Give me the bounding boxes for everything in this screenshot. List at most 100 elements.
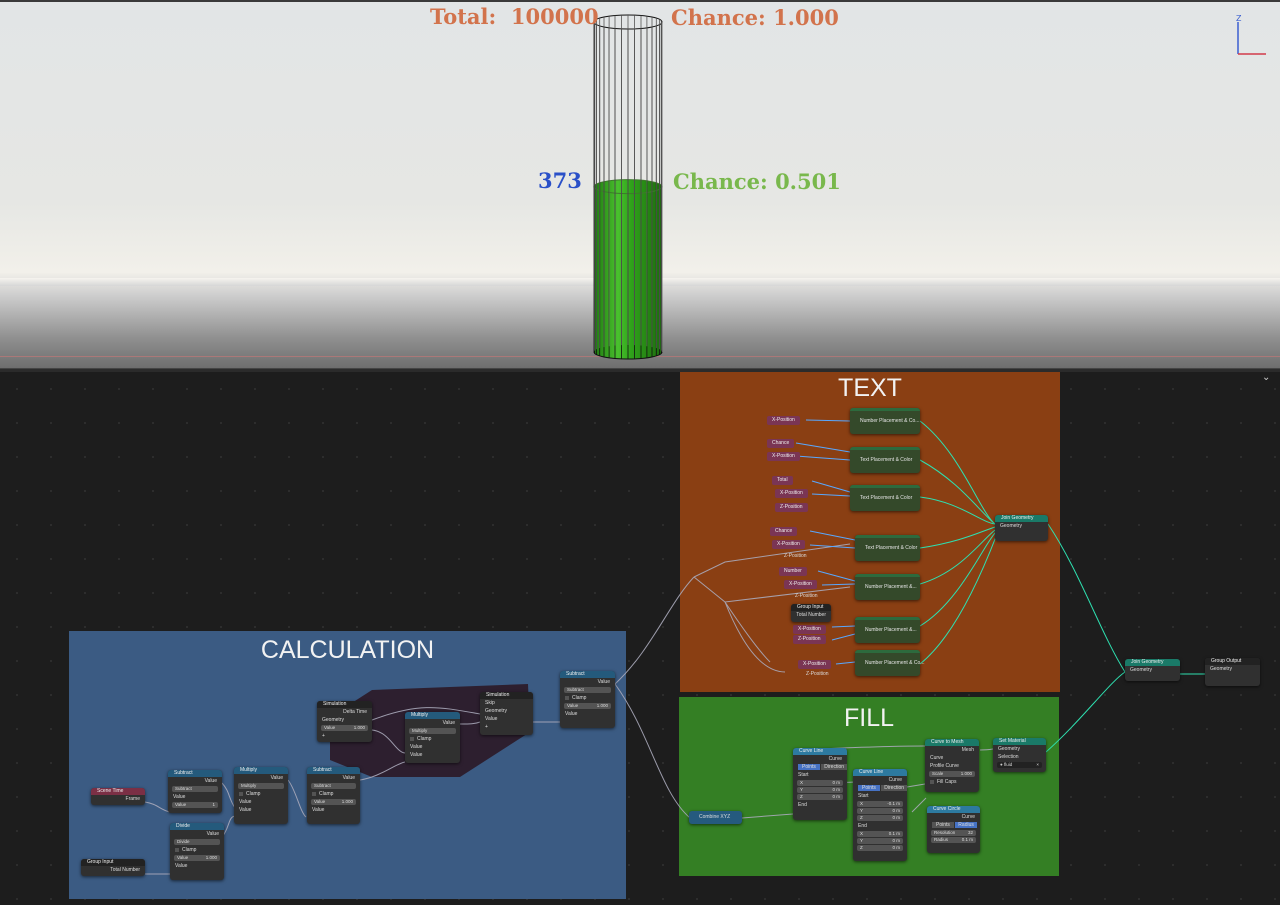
socket-value-out[interactable]: Value <box>270 775 283 781</box>
socket-value-in[interactable]: Value <box>410 752 423 758</box>
socket-value-in[interactable]: Value <box>565 711 578 717</box>
socket-value-out[interactable]: Value <box>206 831 219 837</box>
cylinder-graphic[interactable] <box>0 0 1280 368</box>
group-node-text-placement[interactable]: Text Placement & Color <box>855 535 920 561</box>
checkbox-clamp[interactable]: Clamp <box>560 694 615 702</box>
checkbox-clamp[interactable]: Clamp <box>170 846 224 854</box>
socket-geometry[interactable]: Geometry <box>1000 523 1022 529</box>
operation-dropdown[interactable]: Divide <box>174 839 220 845</box>
input-x-position[interactable]: X-Position <box>784 580 817 589</box>
socket-curve-out[interactable]: Curve <box>828 756 842 762</box>
socket-end[interactable]: End <box>798 802 807 808</box>
socket-delta-time[interactable]: Delta Time <box>343 709 367 715</box>
node-editor[interactable]: TEXT FILL CALCULATION <box>0 372 1280 905</box>
input-x-position[interactable]: X-Position <box>775 489 808 498</box>
operation-dropdown[interactable]: Multiply <box>238 783 284 789</box>
curve-line-node-2[interactable]: Curve Line Curve Points Direction Start … <box>853 769 908 861</box>
socket-total-number[interactable]: Total Number <box>796 612 826 618</box>
socket-geometry[interactable]: Geometry <box>1210 666 1232 672</box>
socket-mesh-out[interactable]: Mesh <box>961 747 974 753</box>
add-socket-icon[interactable]: + <box>322 733 325 739</box>
input-x-position[interactable]: X-Position <box>772 540 805 549</box>
curve-to-mesh-node[interactable]: Curve to Mesh Mesh Curve Profile Curve S… <box>925 739 979 792</box>
scene-time-node[interactable]: Scene Time Frame <box>91 788 145 805</box>
socket-value-in[interactable]: Value <box>312 807 325 813</box>
mode-toggle[interactable]: Points Direction <box>793 763 848 771</box>
group-node-number-placement[interactable]: Number Placement &... <box>855 574 920 600</box>
3d-viewport[interactable]: Total: 100000 Chance: 1.000 373 Chance: … <box>0 0 1280 368</box>
add-socket-icon[interactable]: + <box>485 724 488 730</box>
input-x-position[interactable]: X-Position <box>767 452 800 461</box>
input-chance[interactable]: Chance <box>770 527 798 536</box>
input-number[interactable]: Number <box>779 567 807 576</box>
socket-geometry[interactable]: Geometry <box>485 708 507 714</box>
socket-frame-out[interactable]: Frame <box>125 796 140 802</box>
material-field[interactable]: ● fluid× <box>997 762 1042 768</box>
axis-gizmo[interactable]: Z <box>1230 10 1278 58</box>
input-z-position[interactable]: Z-Position <box>806 671 829 677</box>
group-input-node-text[interactable]: Group Input Total Number <box>791 604 831 622</box>
operation-dropdown[interactable]: Subtract <box>311 783 356 789</box>
socket-value[interactable]: Value <box>485 716 498 722</box>
field-start-x[interactable]: X-0.1 m <box>857 801 903 807</box>
set-material-node[interactable]: Set Material Geometry Selection ● fluid× <box>993 738 1046 772</box>
socket-start[interactable]: Start <box>798 772 809 778</box>
checkbox-clamp[interactable]: Clamp <box>405 735 460 743</box>
input-x-position[interactable]: X-Position <box>767 416 800 425</box>
mode-direction-button[interactable]: Direction <box>881 785 908 791</box>
socket-curve-out[interactable]: Curve <box>888 777 902 783</box>
socket-profile-curve[interactable]: Profile Curve <box>930 763 959 769</box>
mode-toggle[interactable]: Points Direction <box>853 784 908 792</box>
mode-radius-button[interactable]: Radius <box>955 822 977 828</box>
area-divider[interactable] <box>0 368 1280 373</box>
mode-points-button[interactable]: Points <box>858 785 880 791</box>
mode-points-button[interactable]: Points <box>798 764 820 770</box>
close-icon[interactable]: × <box>1036 762 1039 767</box>
input-total[interactable]: Total <box>772 476 793 485</box>
input-z-position[interactable]: Z-Position <box>784 553 807 559</box>
socket-geometry[interactable]: Geometry <box>998 746 1020 752</box>
join-geometry-node-out[interactable]: Join Geometry Geometry <box>1125 659 1180 681</box>
group-input-node-calc[interactable]: Group Input Total Number <box>81 859 145 876</box>
socket-skip[interactable]: Skip <box>485 700 495 706</box>
socket-curve[interactable]: Curve <box>930 755 944 761</box>
input-chance[interactable]: Chance <box>767 439 795 448</box>
input-z-position[interactable]: Z-Position <box>775 503 808 512</box>
multiply-node-2[interactable]: Multiply Value Multiply Clamp Value Valu… <box>405 712 460 763</box>
socket-start[interactable]: Start <box>858 793 869 799</box>
socket-selection[interactable]: Selection <box>998 754 1019 760</box>
socket-curve-out[interactable]: Curve <box>961 814 975 820</box>
mode-points-button[interactable]: Points <box>932 822 954 828</box>
group-node-number-placement[interactable]: Number Placement & Co... <box>850 408 920 434</box>
checkbox-clamp[interactable]: Clamp <box>234 790 288 798</box>
multiply-node-1[interactable]: Multiply Value Multiply Clamp Value Valu… <box>234 767 288 824</box>
group-output-node[interactable]: Group Output Geometry <box>1205 658 1260 686</box>
socket-value-out[interactable]: Value <box>442 720 455 726</box>
curve-circle-node[interactable]: Curve Circle Curve Points Radius Resolut… <box>927 806 980 853</box>
group-node-text-placement[interactable]: Text Placement & Color <box>850 447 920 473</box>
mode-toggle[interactable]: Points Radius <box>927 821 980 829</box>
checkbox-clamp[interactable]: Clamp <box>307 790 360 798</box>
mode-direction-button[interactable]: Direction <box>821 764 848 770</box>
input-x-position[interactable]: X-Position <box>793 625 826 634</box>
operation-dropdown[interactable]: Subtract <box>172 786 218 792</box>
combine-xyz-node[interactable]: Combine XYZ <box>689 811 742 824</box>
group-node-number-placement[interactable]: Number Placement & Co... <box>855 650 924 676</box>
chevron-down-icon[interactable]: ⌄ <box>1262 372 1271 383</box>
